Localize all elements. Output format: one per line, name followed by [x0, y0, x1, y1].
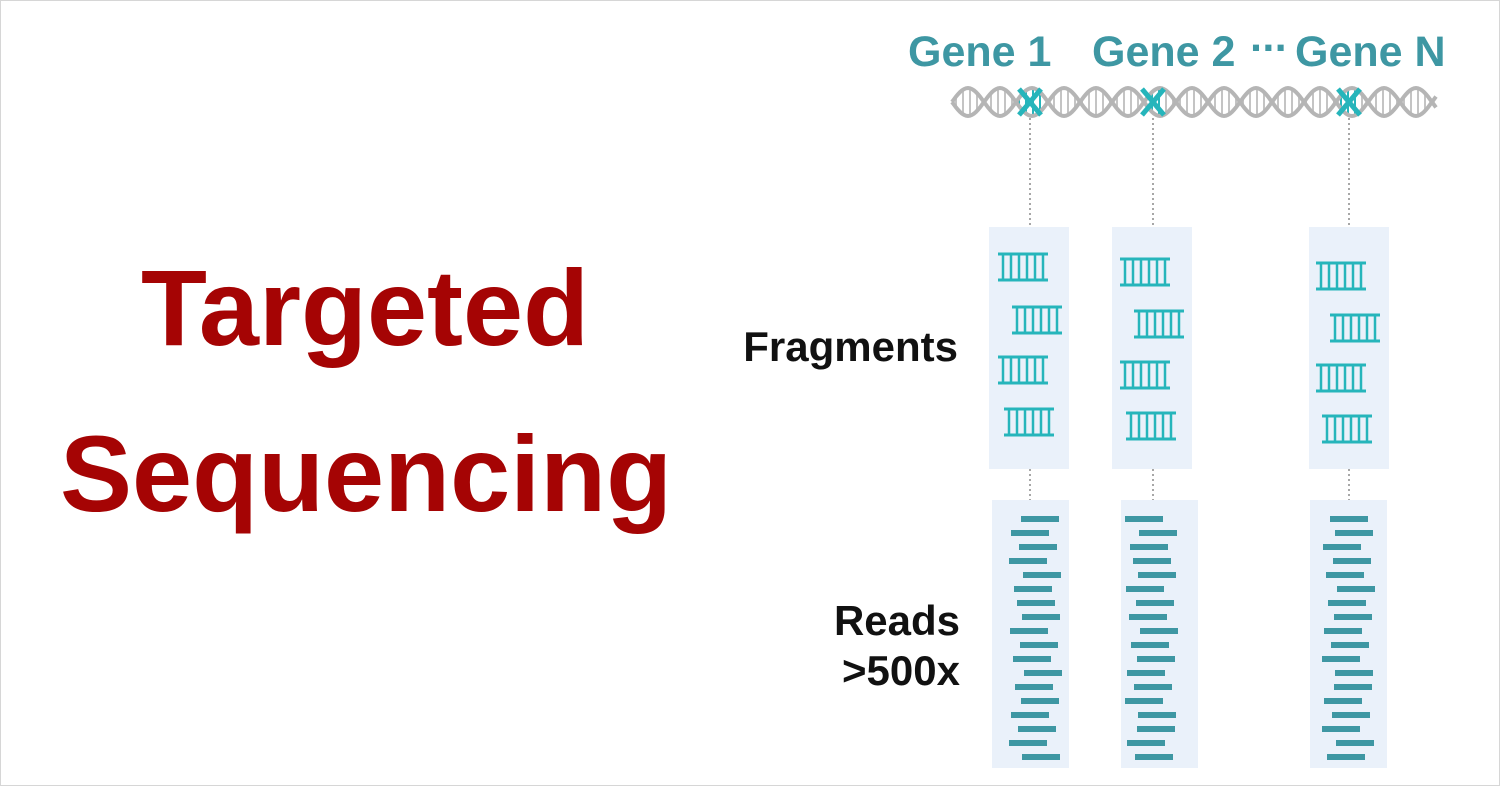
read-bar-3-3 [1323, 544, 1361, 550]
read-bar-2-4 [1133, 558, 1171, 564]
read-bar-1-11 [1013, 656, 1051, 662]
read-bar-2-6 [1126, 586, 1164, 592]
read-bar-1-9 [1010, 628, 1048, 634]
read-bar-1-12 [1024, 670, 1062, 676]
read-bar-2-3 [1130, 544, 1168, 550]
read-bar-1-16 [1018, 726, 1056, 732]
reads-label-line-1: Reads [833, 597, 960, 644]
gene-2-highlight [1140, 87, 1166, 117]
gene-3-highlight [1336, 87, 1362, 117]
read-bar-2-9 [1140, 628, 1178, 634]
gene-n-fragment-panel [1309, 227, 1389, 469]
read-bar-1-13 [1015, 684, 1053, 690]
read-bar-1-2 [1011, 530, 1049, 536]
read-bar-2-14 [1125, 698, 1163, 704]
title-line-2: Sequencing [60, 413, 673, 534]
read-bar-2-12 [1127, 670, 1165, 676]
read-bar-3-1 [1330, 516, 1368, 522]
read-bar-1-7 [1017, 600, 1055, 606]
read-bar-3-8 [1334, 614, 1372, 620]
read-bar-1-5 [1023, 572, 1061, 578]
read-bar-3-15 [1332, 712, 1370, 718]
read-bar-2-16 [1137, 726, 1175, 732]
read-bar-3-6 [1337, 586, 1375, 592]
read-bar-1-8 [1022, 614, 1060, 620]
read-bar-2-13 [1134, 684, 1172, 690]
read-bar-3-17 [1336, 740, 1374, 746]
gene-ellipsis: ··· [1250, 24, 1289, 72]
read-bar-2-5 [1138, 572, 1176, 578]
read-bar-3-4 [1333, 558, 1371, 564]
read-bar-3-7 [1328, 600, 1366, 606]
read-bar-1-1 [1021, 516, 1059, 522]
read-bar-2-10 [1131, 642, 1169, 648]
fragments-label: Fragments [743, 323, 958, 370]
title-line-1: Targeted [140, 247, 590, 368]
reads-label-line-2: >500x [842, 647, 960, 695]
read-bar-1-18 [1022, 754, 1060, 760]
read-bar-2-11 [1137, 656, 1175, 662]
read-bar-2-8 [1129, 614, 1167, 620]
read-bar-3-13 [1334, 684, 1372, 690]
read-bar-2-17 [1127, 740, 1165, 746]
read-bar-3-12 [1335, 670, 1373, 676]
reads-label: Reads >500x [760, 596, 960, 697]
read-bar-3-11 [1322, 656, 1360, 662]
read-bar-1-17 [1009, 740, 1047, 746]
read-bar-3-16 [1322, 726, 1360, 732]
read-bar-2-18 [1135, 754, 1173, 760]
read-bar-2-1 [1125, 516, 1163, 522]
read-bar-2-7 [1136, 600, 1174, 606]
read-bar-1-6 [1014, 586, 1052, 592]
read-bar-3-18 [1327, 754, 1365, 760]
gene-1-highlight [1017, 87, 1043, 117]
read-bar-2-2 [1139, 530, 1177, 536]
gene-1-label: Gene 1 [908, 28, 1052, 76]
dna-strand-top [950, 85, 1438, 119]
read-bar-1-3 [1019, 544, 1057, 550]
read-bar-3-9 [1324, 628, 1362, 634]
read-bar-1-14 [1021, 698, 1059, 704]
read-bar-3-10 [1331, 642, 1369, 648]
read-bar-3-5 [1326, 572, 1364, 578]
read-bar-1-15 [1011, 712, 1049, 718]
dna-strand-bottom [950, 85, 1438, 119]
read-bar-3-2 [1335, 530, 1373, 536]
gene-n-label: Gene N [1295, 28, 1446, 76]
read-bar-3-14 [1324, 698, 1362, 704]
gene-2-label: Gene 2 [1092, 28, 1236, 76]
read-bar-2-15 [1138, 712, 1176, 718]
read-bar-1-10 [1020, 642, 1058, 648]
read-bar-1-4 [1009, 558, 1047, 564]
